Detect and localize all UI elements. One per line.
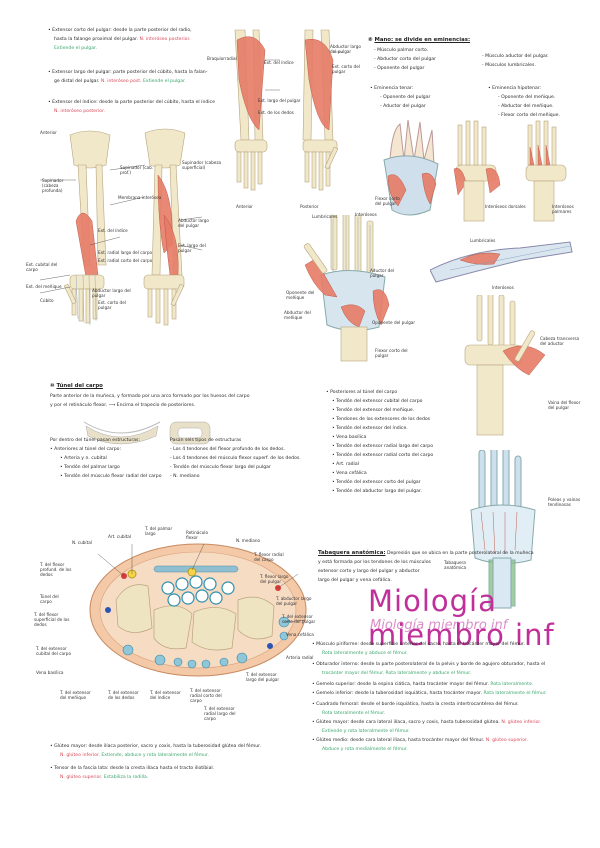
label-ext-dedos-top: Ext. de los dedos [258,110,294,115]
label-n-cubital: N. cubital [72,540,92,545]
label-ext-corto-cs: T. del extensor corto del pulgar [282,614,316,624]
label-ext-largo-pulgar: Ext. largo del pulgar [178,243,206,253]
label-braquiorradial: Braquiorradial [207,56,237,61]
label-interoseos-dorsales: Interóseos dorsales [485,204,526,209]
aductor-hand-illustration [464,295,546,436]
note-gemelo-inf: Gemelo inferior: desde la tuberosidad is… [312,689,587,698]
label-flexor-prof: T. del flexor profund. de los dedos [40,562,72,577]
label-abd-largo-left: Abductor largo del pulgar [92,288,131,298]
label-ext-corto-top: Ext. corto del pulgar [332,64,360,74]
label-ext-cubital: Ext. cubital del carpo [26,262,58,272]
label-ext-radial-corto-cs: T. del extensor radial corto del carpo [190,688,222,703]
label-art-cubital: Art. cubital [108,534,132,539]
label-flexor-sup: T. del flexor superficial de los dedos [34,612,70,627]
label-flexor-corto-pulgar-mid: Flexor corto del pulgar [375,348,408,358]
label-tendon-flexor: Interóseos [355,212,377,217]
label-ext-indice-cs: T. del extensor del índice [150,690,181,700]
palm-muscles-illustration [303,215,390,362]
tunnel-description: Parte anterior de la muñeca, y formado p… [50,394,250,408]
forearm-anterior-posterior-illustration [234,29,343,191]
label-ext-menique-cs: T. del extensor del meñique [60,690,91,700]
hand-hipotenar-block: Eminencia hipotenar: - Oponente del meñi… [488,84,560,120]
tunnel-posterior-list: Posteriores al túnel del carpo Tendón de… [326,388,433,496]
hand-muscles-illustration [383,119,567,222]
hand-side-illustration [430,241,573,283]
label-tabaquera-side: Tabaquera anatómica [444,560,467,570]
hand-tenar-block: Eminencia tenar: - Oponente del pulgar -… [370,84,430,111]
label-ext-radial-largo: Ext. radial largo del carpo [98,250,153,255]
label-interoseos-palmares: Interóseos palmares [552,204,574,214]
label-palmar-largo: T. del palmar largo [145,526,173,536]
tunnel-interior-list: Pasan seis tipos de estructuras - Los 4 … [170,438,301,479]
label-flexor-dedos: Lumbricales [312,214,338,219]
hand-tenar-list: - Músculo palmar corto. - Abductor corto… [374,48,436,71]
forearm-posterior-illustration [40,128,203,326]
note-cuadrado: Cuadrado femoral: desde el borde isquiát… [312,700,587,709]
note-gluteo-mayor-r: Glúteo mayor: desde cara lateral ilíaca,… [312,718,587,727]
label-anterior-small: Anterior [40,130,57,135]
label-vena-cefalica: Vena cefálica [286,632,314,637]
tunnel-heading: ⑩ Túnel del carpo [50,383,103,389]
label-ext-corto-pulgar: Ext. corto del pulgar [98,300,126,310]
label-oponente-menique: Oponente del meñique [286,290,315,300]
note-gluteo-mayor-l: Glúteo mayor: desde ilíaca posterior, sa… [50,742,300,751]
label-abductor-largo: Abductor largo del pulgar [178,218,209,228]
label-posterior: Posterior [300,204,319,209]
label-lumbricales-side: Lumbricales [470,238,496,243]
tendon-sheath-hand-illustration [470,450,536,609]
wrist-cross-section-illustration [89,543,307,677]
carpal-tunnel-diagram [83,421,211,445]
label-ext-largo-cs: T. del extensor largo del pulgar [246,672,280,682]
note-piriforme: Músculo piriforme: desde superficie ante… [312,640,587,649]
label-supinator: Supinador (cabeza profunda) [42,178,64,193]
label-supinator-deep: Supinador (cab. prof.) [120,165,154,175]
label-ext-menique: Ext. del meñique [26,284,62,289]
label-ext-radial-corto: Ext. radial corto del carpo [98,258,153,263]
label-membrana: Membrana interósea [118,195,162,200]
bottom-right-notes: Músculo piriforme: desde superficie ante… [312,640,587,754]
label-ext-radial-largo-cs: T. del extensor radial largo del carpo [204,706,236,721]
hand-section: ⑧ Mano: se divide en eminencias: [368,37,470,43]
label-aductor-pulgar-mid: Aductor del pulgar [370,268,395,278]
label-vaina: Vaina del flexor del pulgar [548,400,581,410]
label-retinaculo: Retináculo flexor [186,530,209,540]
note-extensor-indice: Extensor del índice: desde la parte post… [48,98,215,116]
label-tunel: Túnel del carpo [40,594,59,604]
label-cubito: Cúbito [40,298,54,303]
page-subtitle: Miología miembro inf [370,618,508,633]
note-extensor-corto: Extensor corto del pulgar: desde la part… [48,26,191,53]
note-tensor-fascia: Tensor de la fascia lata: desde la crest… [50,764,300,773]
bottom-left-notes: Glúteo mayor: desde ilíaca posterior, sa… [50,742,300,782]
label-anterior: Anterior [236,204,253,209]
label-ext-dedos-cs: T. del extensor de los dedos [108,690,139,700]
label-oponente-pulgar: Oponente del pulgar [372,320,416,325]
label-supinator-sup: Supinador (cabeza superficial) [182,160,222,170]
label-ext-largo-top: Ext. largo del pulgar [258,98,301,103]
label-ext-radial-top: Ext. del índice [264,60,294,65]
note-obturador: Obturador interno: desde la parte poster… [312,660,587,669]
tunnel-anterior-list: Por dentro del túnel pasan estructuras: … [50,436,162,481]
hand-heading: ⑧ Mano: se divide en eminencias: [368,37,471,43]
label-abductor-cs: T. abductor largo del pulgar [276,596,312,606]
tabaquera-note: Tabaquera anatómica: Depresión que se ub… [318,550,534,583]
label-vena-basilica: Vena basílica [36,670,64,675]
label-poleas: Poleas y vainas tendinosas [548,497,581,507]
note-extensor-largo: Extensor largo del pulgar: parte posteri… [48,68,207,86]
label-flexor-corto-pulgar: Flexor corto del pulgar [375,196,400,206]
label-interoseos-side: Interóseos [492,285,514,290]
label-ext-indice: Ext. del índice [98,228,128,233]
label-flexor-largo: T. flexor largo del pulgar [260,574,289,584]
label-flexor-radial: T. flexor radial del carpo [254,552,284,562]
note-gemelo-sup: Gemelo superior: desde la espina ciática… [312,680,587,689]
label-cabeza-transversa: Cabeza transversa del aductor [540,336,580,346]
note-gluteo-medio: Glúteo medio: desde cara lateral ilíaca,… [312,736,587,745]
label-abductor-menique: Abductor del meñique [284,310,311,320]
label-ext-cubital-cs: T. del extensor cubital del carpo [36,646,72,656]
hand-right-list: - Músculo aductor del pulgar. - Músculos… [482,54,549,68]
label-n-mediano: N. mediano [236,538,261,543]
label-abductor-top: Abductor largo del pulgar [330,44,361,54]
label-art-radial: Arteria radial [286,655,314,660]
